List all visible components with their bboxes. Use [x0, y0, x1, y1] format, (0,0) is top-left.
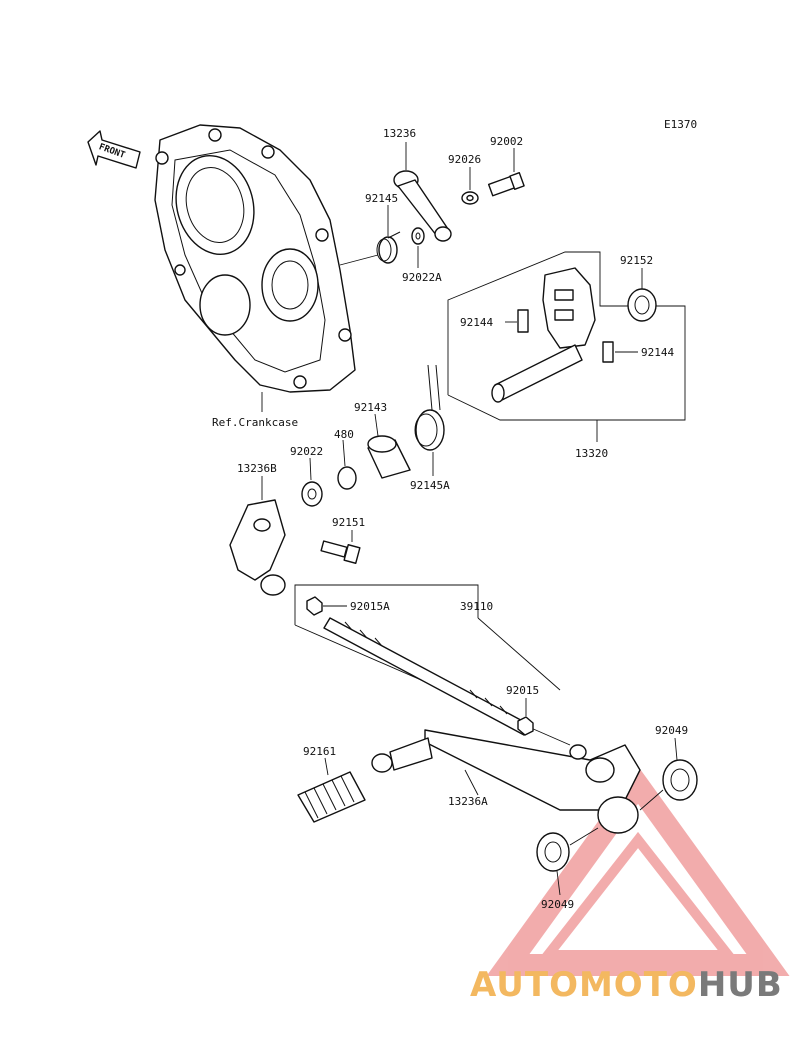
label-92144-left: 92144 [460, 316, 493, 329]
label-92022: 92022 [290, 445, 323, 458]
part-shift-drum-plate [542, 267, 596, 349]
part-480-circlip [337, 466, 357, 490]
label-39110: 39110 [460, 600, 493, 613]
part-92022A-washer [411, 227, 425, 245]
label-13320: 13320 [575, 447, 608, 460]
part-92161-rubber [297, 771, 366, 823]
label-92161: 92161 [303, 745, 336, 758]
part-92015-nut [517, 716, 534, 736]
part-92151-bolt [320, 540, 361, 564]
part-92144-spring-left [517, 309, 529, 333]
part-92022-washer [301, 481, 323, 507]
label-92152: 92152 [620, 254, 653, 267]
part-92026-washer [461, 191, 479, 205]
label-480: 480 [334, 428, 354, 441]
watermark-brand-b: HUB [697, 965, 783, 1005]
ref-crankcase-label: Ref.Crankcase [212, 416, 298, 429]
label-13236B: 13236B [237, 462, 277, 475]
part-shift-shaft [491, 344, 583, 403]
label-92151: 92151 [332, 516, 365, 529]
label-92144-right: 92144 [641, 346, 674, 359]
part-92015A-nut [306, 596, 323, 616]
label-13236: 13236 [383, 127, 416, 140]
label-92015: 92015 [506, 684, 539, 697]
label-13236A: 13236A [448, 795, 488, 808]
label-92143: 92143 [354, 401, 387, 414]
label-92145A: 92145A [410, 479, 450, 492]
label-92026: 92026 [448, 153, 481, 166]
part-13236B-lever [229, 499, 286, 596]
part-92145-spring [376, 231, 401, 264]
label-92015A: 92015A [350, 600, 390, 613]
part-92144-spring-right [602, 341, 614, 363]
label-92002: 92002 [490, 135, 523, 148]
front-arrow-icon: FRONT [87, 130, 141, 169]
crankcase-cover [154, 124, 356, 393]
part-92049-seal-top [662, 759, 698, 801]
part-39110-tie-rod [323, 617, 531, 736]
label-92049-bottom: 92049 [541, 898, 574, 911]
diagram-code: E1370 [664, 118, 697, 131]
part-92152-seal [627, 288, 657, 322]
label-92022A: 92022A [402, 271, 442, 284]
watermark-brand-a: AUTOMOTO [470, 965, 698, 1005]
part-92143-collar [367, 435, 411, 479]
part-92145A-spring [414, 364, 445, 451]
part-92002-bolt [487, 172, 525, 197]
label-92049-top: 92049 [655, 724, 688, 737]
part-92049-seal-bottom [536, 832, 570, 872]
label-92145: 92145 [365, 192, 398, 205]
watermark-triangle [486, 766, 790, 976]
part-13236A-shift-pedal [371, 729, 641, 834]
part-13236-shift-arm [393, 170, 452, 242]
watermark-logo: AUTOMOTOHUB [470, 965, 783, 1005]
